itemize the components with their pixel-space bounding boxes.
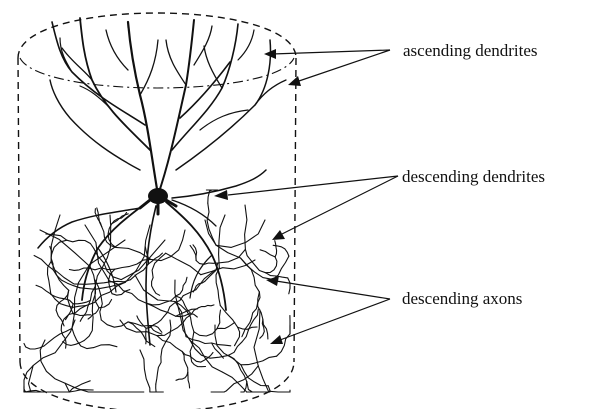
axon-branch — [73, 314, 91, 316]
descending-axons-pointer — [266, 276, 390, 344]
axon-branch — [44, 328, 72, 346]
axon-branch — [56, 310, 64, 326]
axon-branch — [51, 215, 60, 261]
axon-branch — [61, 325, 66, 348]
axon-branch — [156, 357, 161, 384]
descending-axons-label: descending axons — [402, 289, 522, 308]
axon-branch — [245, 249, 265, 272]
axon-branch — [216, 391, 226, 392]
axon-branch — [101, 320, 128, 327]
axon-branch — [73, 300, 90, 303]
axon-branch — [56, 290, 69, 310]
axon-branch — [152, 278, 160, 296]
axon-branch — [212, 343, 231, 346]
axon-branch — [241, 258, 273, 279]
ascending-dendrites-label: ascending dendrites — [403, 41, 538, 60]
axon-branch — [238, 327, 257, 329]
axon-branch — [95, 280, 102, 320]
axon-branch — [220, 306, 237, 328]
axon-branch — [217, 310, 221, 329]
axon-branch — [235, 327, 240, 345]
axon-branch — [194, 329, 217, 336]
ascending-dendrites-pointer — [264, 49, 390, 86]
axon-branch — [94, 345, 117, 348]
cell-body — [140, 188, 176, 214]
axon-branch — [260, 250, 275, 257]
axon-branch — [67, 240, 94, 248]
axon-branch — [151, 230, 185, 261]
axon-branch — [156, 384, 164, 392]
descending-axon-arbor — [24, 190, 290, 392]
axon-branch — [51, 295, 73, 304]
axon-branch — [275, 241, 277, 257]
axon-branch — [288, 278, 290, 294]
axon-branch — [85, 225, 109, 281]
axon-branch — [219, 215, 225, 268]
descending-dendrites-label: descending dendrites — [402, 167, 545, 186]
axon-branch — [188, 372, 190, 388]
axon-branch — [72, 328, 94, 348]
axon-branch — [176, 277, 187, 296]
ascending-dendrite-tree — [50, 18, 286, 195]
axon-branch — [40, 230, 90, 267]
axon-branch — [266, 257, 277, 273]
axon-branch — [80, 307, 87, 321]
axon-branch — [216, 220, 265, 247]
axon-branch — [157, 336, 182, 352]
descending-dendrites-pointer — [214, 176, 398, 240]
axon-branch — [218, 249, 246, 263]
axon-branch — [176, 372, 188, 380]
axon-branch — [146, 328, 147, 344]
axon-branch — [199, 305, 214, 308]
axon-branch — [228, 330, 248, 355]
axon-branch — [135, 275, 175, 302]
axon-branch — [29, 366, 41, 392]
axon-branch — [223, 372, 247, 392]
axon-branch — [137, 316, 146, 328]
axon-branch — [33, 320, 75, 366]
axon-branch — [36, 285, 55, 299]
axon-branch — [241, 356, 277, 365]
axon-branch — [52, 240, 67, 254]
axon-branch — [140, 350, 150, 392]
cylinder-rim — [20, 58, 294, 88]
axon-branch — [161, 320, 171, 357]
axon-branch — [228, 355, 247, 381]
axon-branch — [51, 261, 69, 290]
